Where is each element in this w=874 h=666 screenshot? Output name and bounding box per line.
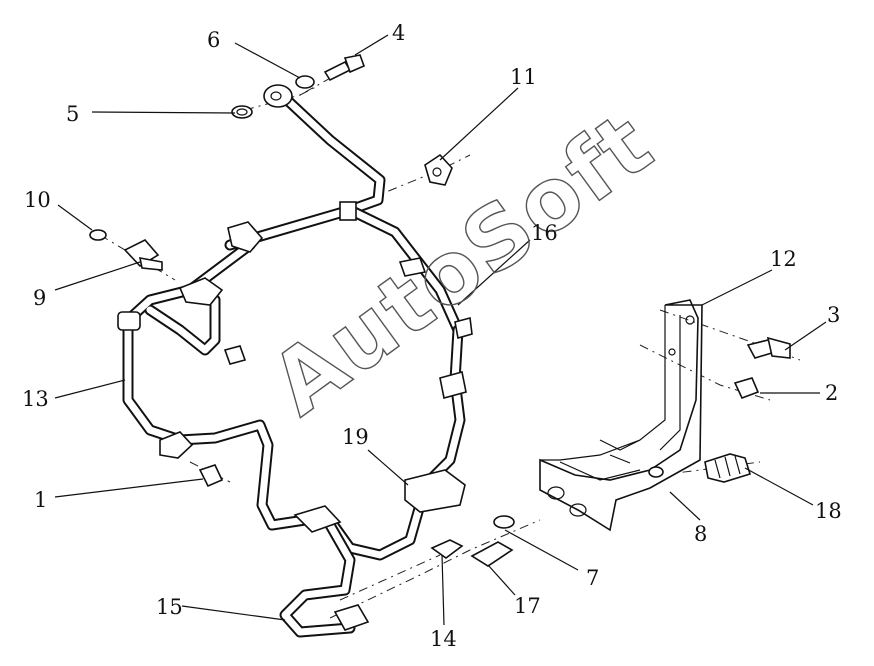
callout-5: 5 <box>66 102 79 126</box>
washer-7 <box>493 515 515 529</box>
callout-labels: 6 4 5 11 10 9 16 12 3 2 13 19 1 18 8 7 1… <box>22 21 842 651</box>
callout-12: 12 <box>770 247 797 271</box>
callout-11: 11 <box>510 65 537 89</box>
block-19 <box>404 469 466 513</box>
callout-6: 6 <box>207 28 220 52</box>
bolt-2 <box>733 377 760 400</box>
fittings <box>89 54 515 631</box>
callout-8: 8 <box>694 522 707 546</box>
callout-18: 18 <box>815 499 842 523</box>
callout-10: 10 <box>24 188 51 212</box>
callout-7: 7 <box>586 566 599 590</box>
callout-3: 3 <box>827 303 840 327</box>
callout-15: 15 <box>156 595 183 619</box>
banjo-bolt-4 <box>323 60 352 82</box>
callout-16: 16 <box>531 221 558 245</box>
callout-19: 19 <box>342 425 369 449</box>
nut-11 <box>424 153 453 186</box>
fitting-17 <box>470 541 514 567</box>
o-ring-10 <box>89 229 107 241</box>
bracket-fasteners <box>648 336 791 483</box>
callout-13: 13 <box>22 387 49 411</box>
fitting-14 <box>430 539 464 559</box>
bracket-12 <box>539 299 703 532</box>
callout-1: 1 <box>34 488 47 512</box>
washer-5 <box>231 105 253 119</box>
bolt-1 <box>198 464 224 488</box>
callout-9: 9 <box>33 286 46 310</box>
callout-14: 14 <box>430 627 457 651</box>
callout-17: 17 <box>514 594 541 618</box>
callout-4: 4 <box>392 21 405 45</box>
leader-lines <box>54 34 827 626</box>
washer-6 <box>295 75 315 89</box>
o-ring-8 <box>648 466 664 478</box>
callout-2: 2 <box>825 381 838 405</box>
